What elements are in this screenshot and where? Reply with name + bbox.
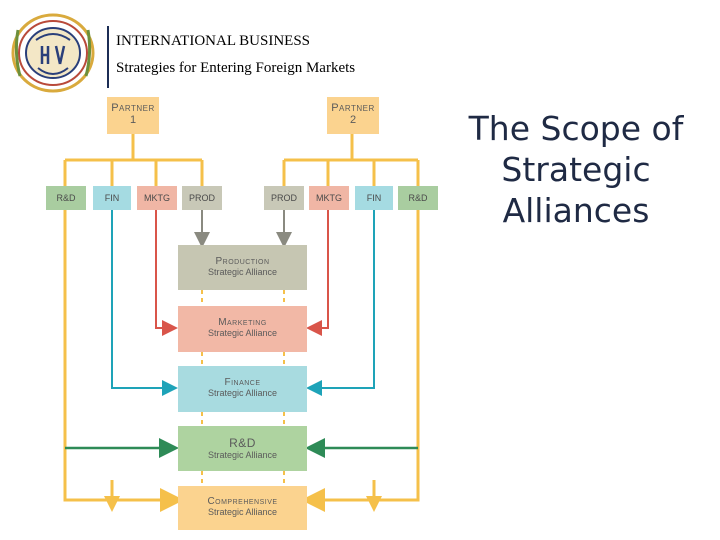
comprehensive-alliance-box: Comprehensive Strategic Alliance bbox=[178, 486, 307, 530]
slide-title-line-2: Strategic bbox=[501, 150, 651, 189]
marketing-alliance-title: Marketing bbox=[218, 317, 267, 328]
slide-title: The Scope of Strategic Alliances bbox=[448, 108, 704, 231]
finance-alliance-title: Finance bbox=[224, 377, 261, 388]
university-logo bbox=[8, 10, 98, 96]
production-alliance-subtitle: Strategic Alliance bbox=[207, 267, 278, 277]
partner-1-mktg: MKTG bbox=[137, 186, 177, 210]
production-alliance-title: Production bbox=[215, 256, 270, 267]
comprehensive-alliance-subtitle: Strategic Alliance bbox=[207, 507, 278, 517]
rd-alliance-title: R&D bbox=[229, 436, 256, 450]
partner-1-prod: PROD bbox=[182, 186, 222, 210]
partner-2-rd: R&D bbox=[398, 186, 438, 210]
header-divider bbox=[107, 26, 109, 88]
production-alliance-box: Production Strategic Alliance bbox=[178, 245, 307, 290]
partner-2-mktg: MKTG bbox=[309, 186, 349, 210]
partner-1-label: Partner bbox=[111, 102, 155, 114]
marketing-alliance-box: Marketing Strategic Alliance bbox=[178, 306, 307, 352]
partner-1-fin: FIN bbox=[93, 186, 131, 210]
slide-title-line-1: The Scope of bbox=[468, 109, 684, 148]
rd-alliance-box: R&D Strategic Alliance bbox=[178, 426, 307, 471]
partner-1-number: 1 bbox=[129, 114, 137, 126]
partner-1-box: Partner 1 bbox=[107, 97, 159, 134]
partner-2-prod: PROD bbox=[264, 186, 304, 210]
slide-title-line-3: Alliances bbox=[502, 191, 650, 230]
partner-2-label: Partner bbox=[331, 102, 375, 114]
partner-2-number: 2 bbox=[349, 114, 357, 126]
partner-2-box: Partner 2 bbox=[327, 97, 379, 134]
finance-alliance-box: Finance Strategic Alliance bbox=[178, 366, 307, 412]
partner-1-rd: R&D bbox=[46, 186, 86, 210]
header-title: INTERNATIONAL BUSINESS bbox=[116, 33, 311, 49]
rd-alliance-subtitle: Strategic Alliance bbox=[207, 450, 278, 460]
partner-2-fin: FIN bbox=[355, 186, 393, 210]
comprehensive-alliance-title: Comprehensive bbox=[207, 496, 278, 507]
marketing-alliance-subtitle: Strategic Alliance bbox=[207, 328, 278, 338]
header-subtitle: Strategies for Entering Foreign Markets bbox=[116, 60, 356, 76]
finance-alliance-subtitle: Strategic Alliance bbox=[207, 388, 278, 398]
